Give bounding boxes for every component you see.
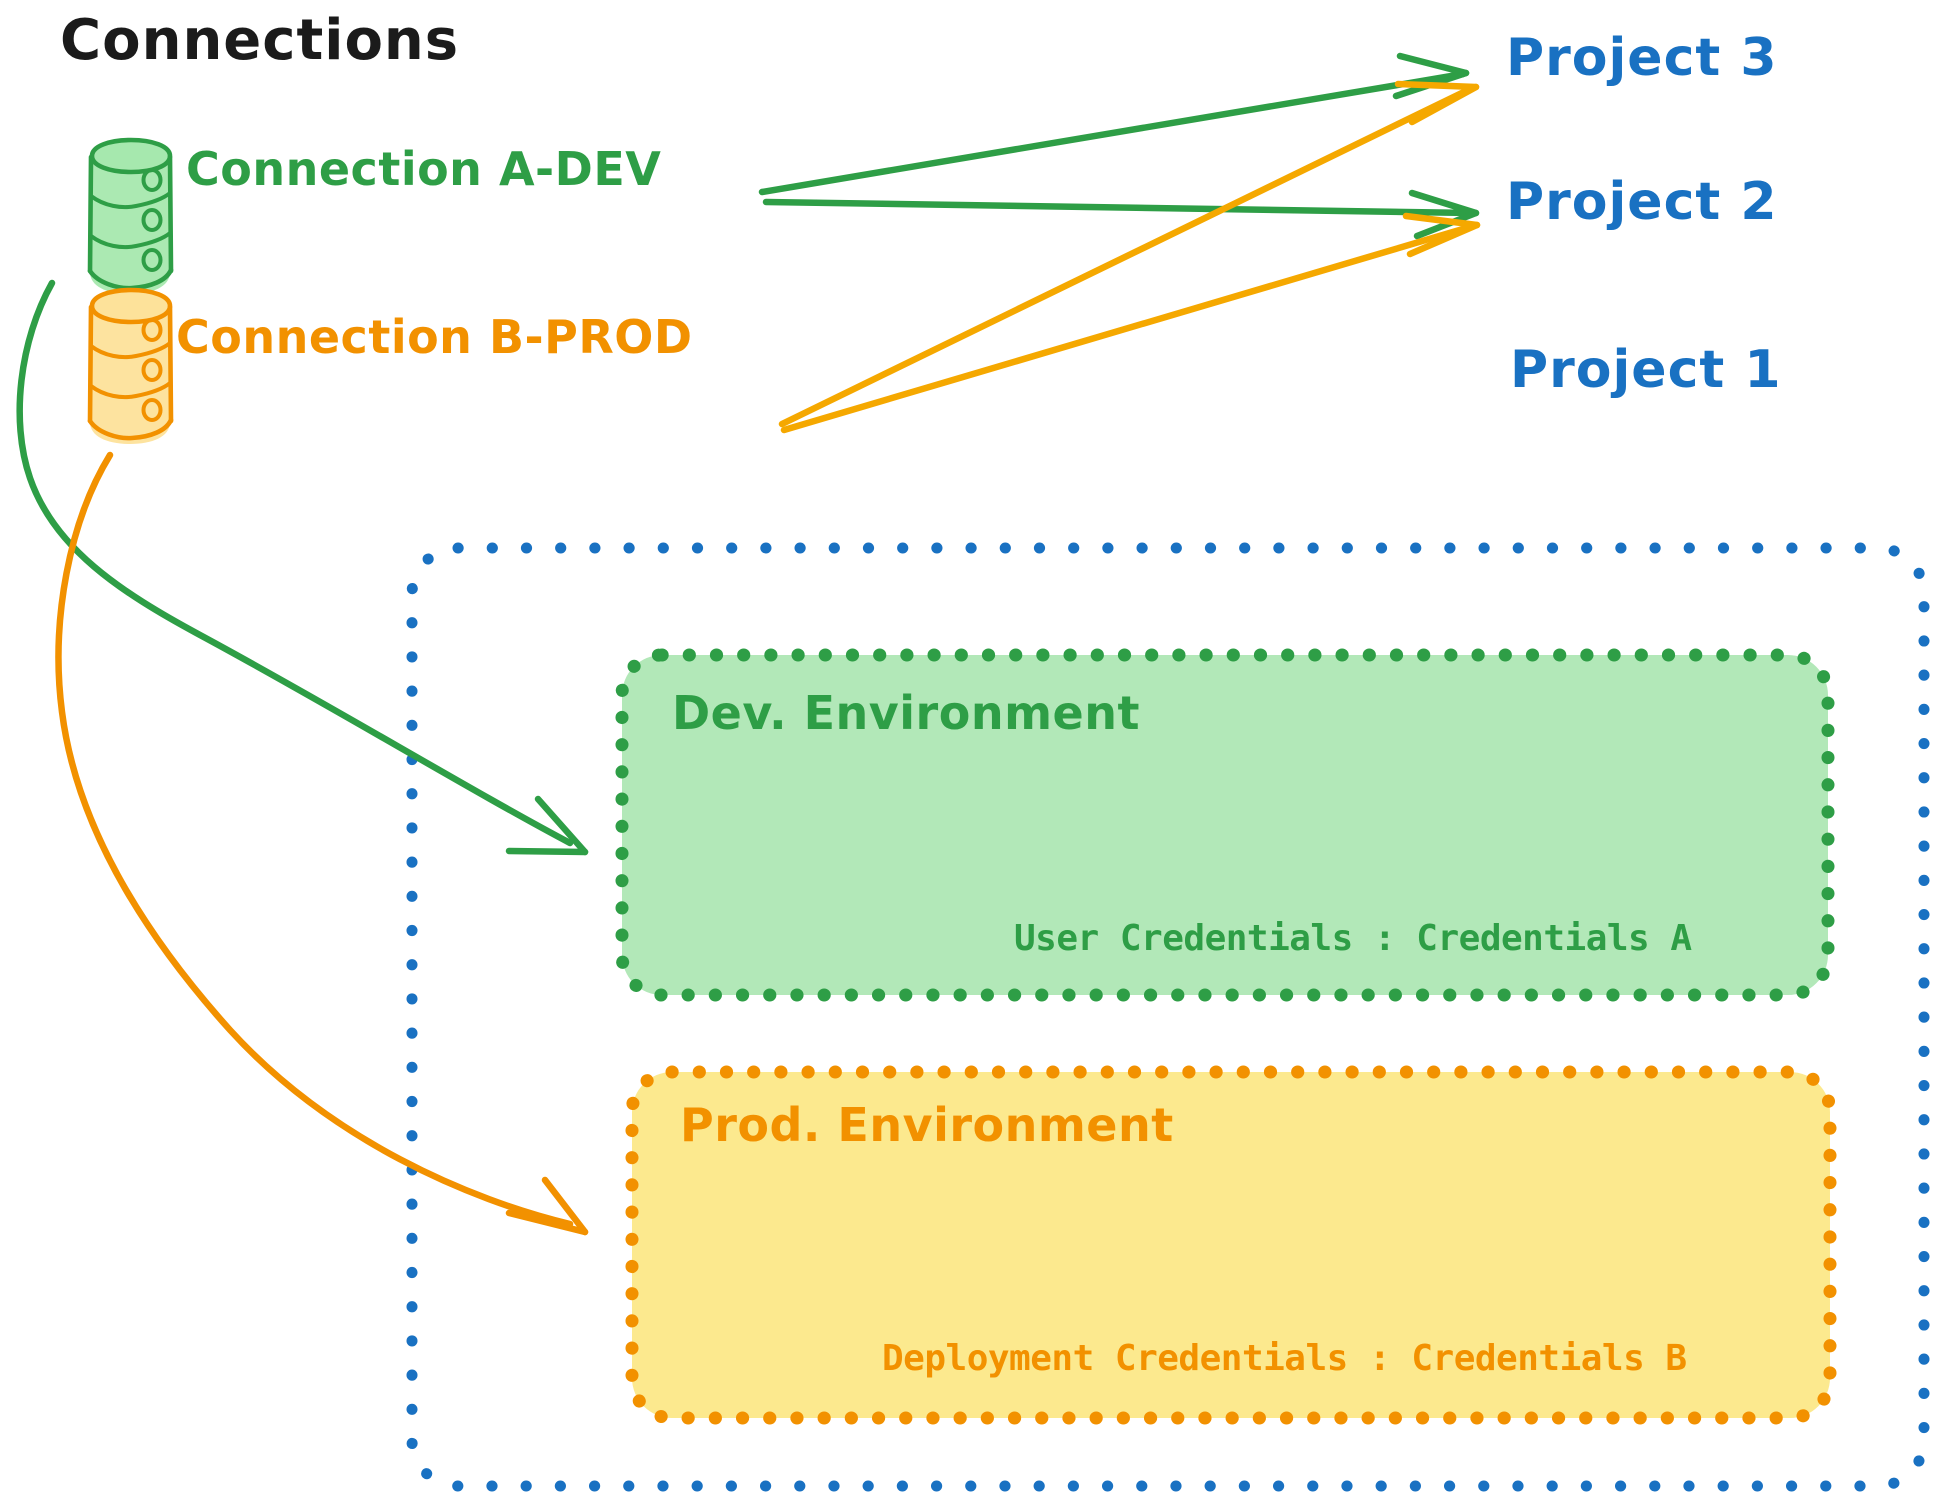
prod-environment-credentials: Deployment Credentials : Credentials B bbox=[882, 1338, 1687, 1379]
prod-environment-box[interactable] bbox=[625, 1065, 1837, 1425]
edge-a-dev-to-dev-environment bbox=[16, 279, 589, 856]
edge-b-prod-to-project-2 bbox=[780, 212, 1481, 434]
dev-environment-box[interactable] bbox=[615, 648, 1835, 1002]
edge-b-prod-to-project-3 bbox=[778, 80, 1480, 428]
database-cylinder-icon-a[interactable] bbox=[87, 137, 174, 294]
page-title: Connections bbox=[60, 8, 460, 73]
database-cylinder-icon-b[interactable] bbox=[87, 287, 174, 444]
edge-a-dev-to-project-2 bbox=[762, 189, 1480, 240]
connection-a-dev-label[interactable]: Connection A-DEV bbox=[186, 142, 662, 196]
project-1-container-border bbox=[406, 542, 1930, 1492]
connection-b-prod-label[interactable]: Connection B-PROD bbox=[176, 310, 693, 364]
project-3-label[interactable]: Project 3 bbox=[1506, 28, 1778, 88]
edge-b-prod-to-prod-environment bbox=[55, 451, 589, 1236]
prod-environment-title: Prod. Environment bbox=[680, 1098, 1174, 1152]
project-1-label[interactable]: Project 1 bbox=[1510, 340, 1782, 400]
project-2-label[interactable]: Project 2 bbox=[1506, 172, 1778, 232]
dev-environment-credentials: User Credentials : Credentials A bbox=[1014, 918, 1692, 959]
edge-a-dev-to-project-3 bbox=[758, 52, 1470, 196]
dev-environment-title: Dev. Environment bbox=[672, 686, 1140, 740]
